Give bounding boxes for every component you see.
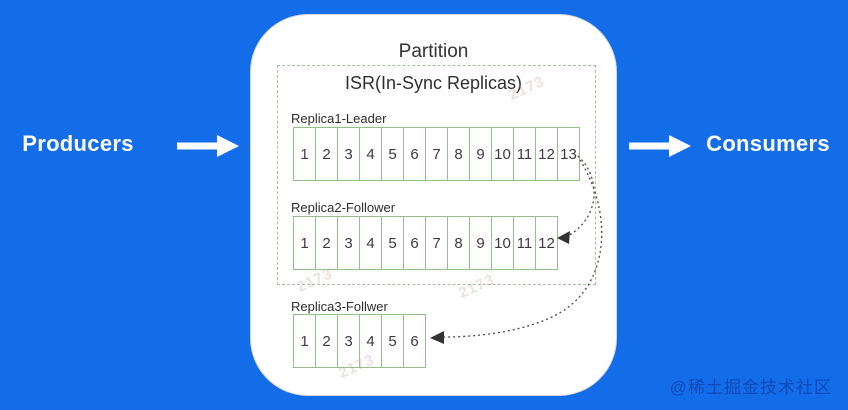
log-cell: 4 [360, 315, 382, 367]
log-cell: 1 [294, 128, 316, 180]
log-cell: 4 [360, 128, 382, 180]
log-cell: 2 [316, 128, 338, 180]
log-cell: 4 [360, 217, 382, 269]
producers-label: Producers [22, 131, 134, 156]
log-cell: 7 [426, 128, 448, 180]
log-cell: 11 [514, 217, 536, 269]
log-cell: 1 [294, 315, 316, 367]
log-cell: 12 [538, 234, 555, 252]
log-cell: 13 [560, 145, 577, 163]
log-cell: 5 [382, 217, 404, 269]
log-cell: 6 [410, 332, 419, 350]
log-cell: 11 [514, 128, 536, 180]
log-cell: 2 [316, 315, 338, 367]
log-cell: 7 [426, 217, 448, 269]
log-cell: 1 [294, 217, 316, 269]
log-cell: 9 [470, 128, 492, 180]
consumers-label: Consumers [706, 131, 830, 156]
log-cell: 3 [338, 128, 360, 180]
replica2-follower-label: Replica2-Follower [291, 200, 396, 215]
log-cell: 3 [338, 315, 360, 367]
log-cell: 6 [404, 217, 426, 269]
log-cell: 8 [448, 217, 470, 269]
log-cell: 3 [338, 217, 360, 269]
isr-title: ISR(In-Sync Replicas) [344, 73, 523, 93]
log-cell: 12 [536, 128, 558, 180]
partition-panel: Partition ISR(In-Sync Replicas) Replica1… [250, 14, 617, 396]
log-cell: 5 [382, 128, 404, 180]
right-arrow-icon [629, 135, 691, 157]
replica3-follower-label: Replica3-Follwer [291, 299, 388, 314]
log-cell: 9 [470, 217, 492, 269]
partition-title: Partition [398, 41, 469, 62]
right-arrow-icon [177, 135, 239, 157]
log-cell: 10 [492, 128, 514, 180]
site-watermark: @稀土掘金技术社区 [669, 378, 832, 397]
replica1-leader-label: Replica1-Leader [291, 111, 387, 126]
log-cell: 8 [448, 128, 470, 180]
log-cell: 5 [382, 315, 404, 367]
log-cell: 10 [492, 217, 514, 269]
log-cell: 2 [316, 217, 338, 269]
log-cell: 6 [404, 128, 426, 180]
